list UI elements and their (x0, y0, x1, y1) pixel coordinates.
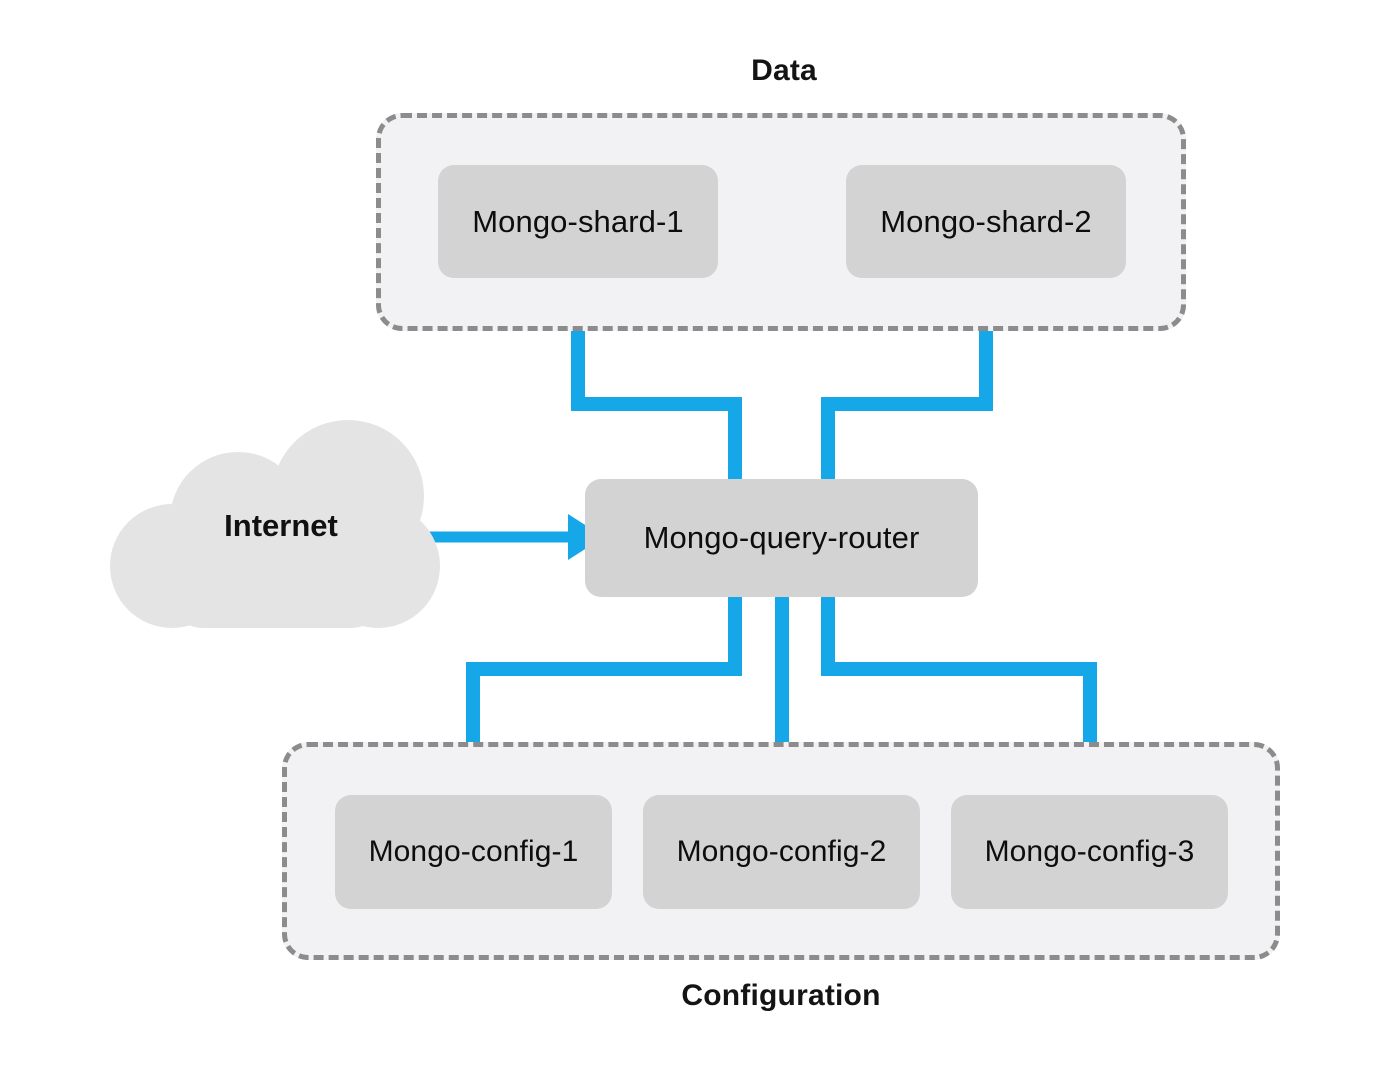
node-mongo-shard-2[interactable]: Mongo-shard-2 (846, 165, 1126, 278)
internet-label: Internet (224, 507, 338, 543)
node-mongo-config-1[interactable]: Mongo-config-1 (335, 795, 612, 909)
node-mongo-query-router[interactable]: Mongo-query-router (585, 479, 978, 597)
node-mongo-config-2[interactable]: Mongo-config-2 (643, 795, 920, 909)
internet-cloud-icon (110, 418, 460, 633)
node-mongo-config-3[interactable]: Mongo-config-3 (951, 795, 1228, 909)
group-label-configuration: Configuration (681, 979, 881, 1012)
group-label-data: Data (751, 54, 817, 87)
node-mongo-shard-1[interactable]: Mongo-shard-1 (438, 165, 718, 278)
